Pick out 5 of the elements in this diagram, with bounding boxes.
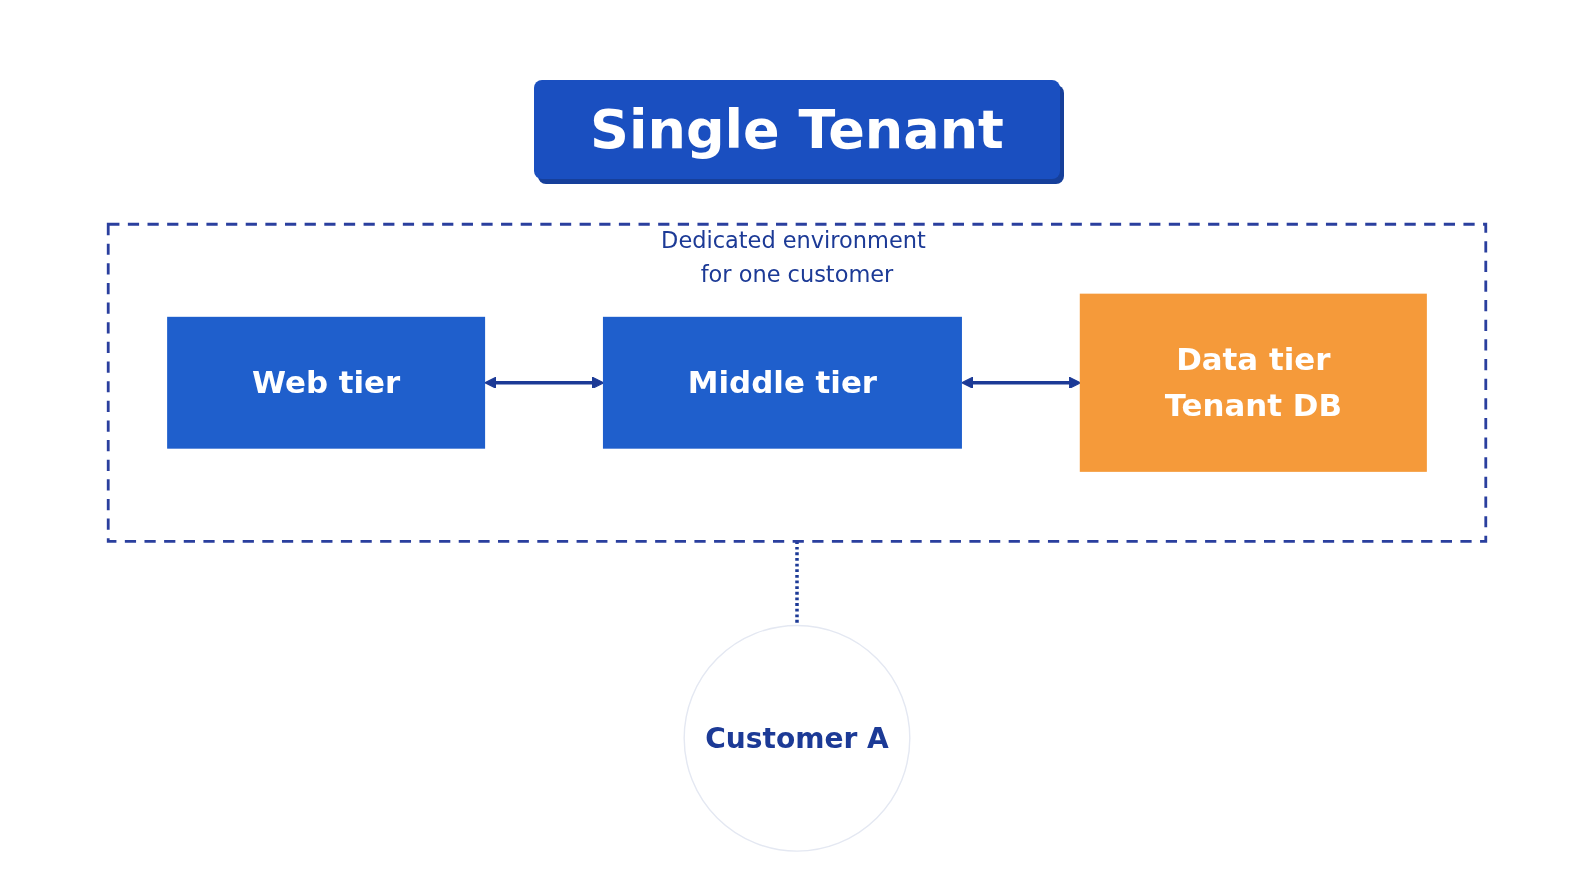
connector xyxy=(795,541,799,626)
node-circle: Customer A xyxy=(683,624,911,852)
node-box: Data tier Tenant DB xyxy=(1079,293,1427,472)
node-box: Web tier xyxy=(167,316,486,449)
node-box: Middle tier xyxy=(602,316,962,449)
